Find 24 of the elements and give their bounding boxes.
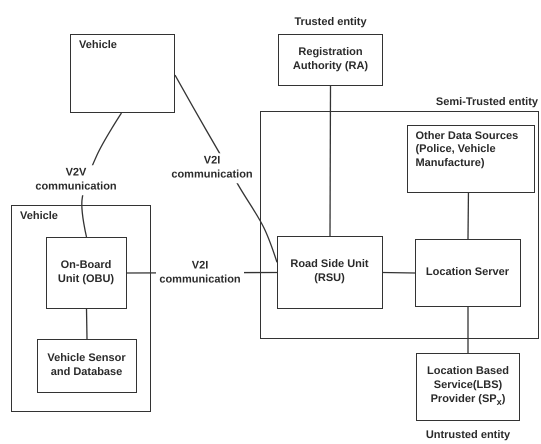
node-label: Registration Authority (RA) xyxy=(292,46,370,74)
process-box xyxy=(276,236,382,308)
group-heading: Vehicle xyxy=(19,210,59,224)
process-box xyxy=(406,124,534,192)
node-label: On-Board Unit (OBU) xyxy=(56,258,116,286)
connector-line xyxy=(467,193,470,239)
node-label: Vehicle Sensor and Database xyxy=(46,352,127,380)
process-box xyxy=(414,238,520,306)
entity-caption: Trusted entity xyxy=(294,16,367,30)
process-box xyxy=(70,34,175,113)
node-label: Other Data Sources (Police, Vehicle Manufacture) xyxy=(414,130,520,171)
connector-line xyxy=(86,308,88,340)
connector-line xyxy=(329,86,332,236)
connector-line xyxy=(382,272,416,274)
node-label: Vehicle xyxy=(78,39,118,53)
node-label: Road Side Unit (RSU) xyxy=(289,258,370,286)
group-heading: Semi-Trusted entity xyxy=(436,96,538,110)
node-label: Location Server xyxy=(424,266,510,280)
node-label: Location Based Service(LBS) Provider (SP$_{x}$) xyxy=(426,365,510,409)
process-box xyxy=(36,338,136,392)
group-box xyxy=(11,205,151,412)
entity-caption: Untrusted entity xyxy=(426,428,510,442)
process-box xyxy=(46,236,126,308)
connector-line xyxy=(467,307,469,353)
